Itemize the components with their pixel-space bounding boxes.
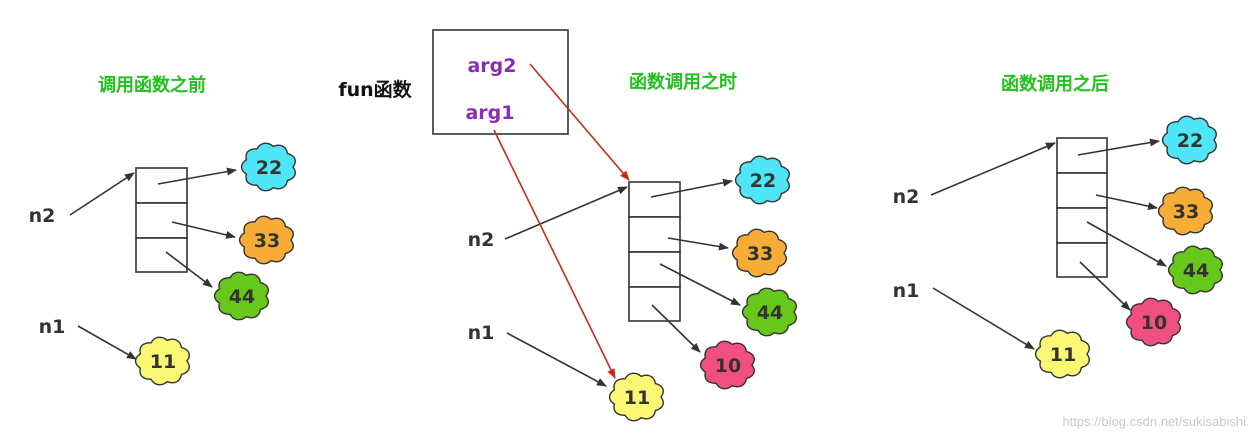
value-cloud: 33 [731,228,788,278]
panel-after-title: 函数调用之后 [1001,73,1109,95]
cloud-shape [1161,115,1218,165]
list-box [135,167,188,273]
cloud-shape [1034,329,1091,379]
ref-arrow [651,304,701,353]
cloud-shape [1167,245,1224,295]
value-cloud: 10 [1125,297,1182,347]
cloud-shape [240,142,297,192]
cloud-shape [741,287,798,337]
cloud-shape [1157,186,1214,236]
value-label: 22 [750,170,776,192]
value-label: 10 [715,355,741,377]
ref-arrow [1077,138,1160,156]
list-cell [1056,172,1108,209]
cloud-shape [1125,297,1182,347]
value-label: 44 [757,302,783,324]
ref-arrow [667,237,729,251]
n1-pointer-arrow [77,325,137,360]
arg2-pointer-arrow [529,63,630,181]
ref-arrow [1086,221,1167,267]
value-label: 11 [150,351,176,373]
list-cell [1056,137,1108,174]
ref-arrow [165,251,213,288]
list-box [1056,137,1108,278]
value-label: 33 [747,243,773,265]
value-label: 22 [1177,130,1203,152]
panel-before: 调用函数之前 n2 n1 22 33 44 11 [29,74,297,386]
fun-box-group: fun函数 arg2 arg1 [338,29,569,135]
panel-during-title: 函数调用之时 [629,71,737,93]
ref-arrow [171,221,236,239]
panel-after: 函数调用之后 n2 n1 22 33 44 10 11 [893,73,1224,379]
arg2-label: arg2 [467,55,516,77]
n2-pointer-arrow [69,172,135,216]
n2-label: n2 [468,229,495,251]
watermark: https://blog.csdn.net/sukisabishi [1062,414,1246,429]
list-cell [135,237,188,273]
value-label: 44 [229,286,255,308]
ref-arrow [659,263,741,306]
n1-label: n1 [468,322,495,344]
value-cloud: 11 [134,336,191,386]
value-label: 44 [1183,260,1209,282]
panel-during: 函数调用之时 n2 n1 22 33 44 10 11 [468,63,798,422]
value-cloud: 22 [1161,115,1218,165]
value-label: 33 [254,230,280,252]
cloud-shape [213,271,270,321]
list-cell [1056,242,1108,278]
list-cell [628,181,681,218]
value-label: 33 [1173,201,1199,223]
list-cell [135,167,188,204]
cloud-shape [699,340,756,390]
ref-arrow [157,167,237,185]
value-label: 10 [1141,312,1167,334]
value-cloud: 11 [1034,329,1091,379]
value-cloud: 44 [741,287,798,337]
n2-pointer-arrow [504,186,628,240]
arg1-pointer-arrow [493,129,616,379]
n1-label: n1 [893,280,920,302]
ref-arrow [650,178,733,198]
ref-arrow [1095,194,1158,211]
value-cloud: 33 [1157,186,1214,236]
value-cloud: 22 [734,155,791,205]
cloud-shape [731,228,788,278]
value-label: 11 [1050,344,1076,366]
cloud-shape [238,215,295,265]
n1-label: n1 [39,316,66,338]
fun-label: fun函数 [338,78,412,101]
n2-label: n2 [29,205,56,227]
cloud-shape [608,372,665,422]
list-cell [1056,207,1108,244]
value-label: 11 [624,387,650,409]
value-label: 22 [256,157,282,179]
value-cloud: 10 [699,340,756,390]
cloud-shape [734,155,791,205]
n1-pointer-arrow [506,332,607,387]
value-cloud: 33 [238,215,295,265]
value-cloud: 44 [1167,245,1224,295]
arg1-label: arg1 [465,102,514,124]
value-cloud: 11 [608,372,665,422]
n1-pointer-arrow [932,287,1035,350]
list-cell [628,286,681,322]
n2-pointer-arrow [930,142,1056,196]
ref-arrow [1079,261,1131,311]
list-cell [135,202,188,239]
list-cell [628,216,681,253]
value-cloud: 22 [240,142,297,192]
cloud-shape [134,336,191,386]
list-box [628,181,681,322]
n2-label: n2 [893,186,920,208]
panel-before-title: 调用函数之前 [98,74,206,96]
value-cloud: 44 [213,271,270,321]
